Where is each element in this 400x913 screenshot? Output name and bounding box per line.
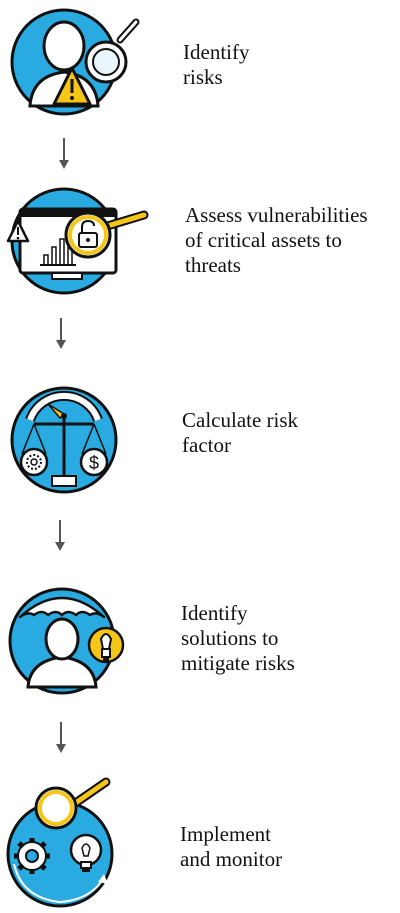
step-1-icon bbox=[8, 6, 140, 118]
step-1-line-1: Identify bbox=[183, 40, 250, 64]
down-arrow-4 bbox=[56, 722, 66, 753]
person-warning-magnifier-icon bbox=[10, 8, 140, 116]
monitor-chart-unlock-magnifier-icon bbox=[6, 187, 149, 295]
step-3-line-2: factor bbox=[182, 433, 231, 457]
person-umbrella-lightbulb-icon bbox=[8, 587, 125, 695]
gauge-scale-icon: $ bbox=[10, 386, 118, 494]
down-arrow-1 bbox=[59, 138, 69, 169]
step-2-label: Assess vulnerabilities of critical asset… bbox=[185, 203, 368, 278]
step-3-label: Calculate risk factor bbox=[182, 408, 298, 458]
step-4-label: Identify solutions to mitigate risks bbox=[181, 601, 295, 676]
step-5-line-2: and monitor bbox=[180, 847, 283, 871]
step-3-icon: $ bbox=[8, 384, 120, 496]
step-2-line-1: Assess vulnerabilities bbox=[185, 203, 368, 227]
step-4-line-3: mitigate risks bbox=[181, 651, 295, 675]
down-arrow-3 bbox=[55, 520, 65, 551]
step-5-icon bbox=[4, 777, 118, 910]
step-5-label: Implement and monitor bbox=[180, 822, 282, 872]
step-4-line-1: Identify bbox=[181, 601, 248, 625]
gear-lightbulb-magnifier-cycle-icon bbox=[6, 777, 114, 908]
step-4-icon bbox=[6, 585, 128, 697]
down-arrow-2 bbox=[56, 318, 66, 349]
step-2-line-2: of critical assets to bbox=[185, 228, 342, 252]
svg-text:$: $ bbox=[89, 453, 99, 473]
step-2-icon bbox=[4, 183, 154, 298]
step-1-line-2: risks bbox=[183, 65, 223, 89]
step-4-line-2: solutions to bbox=[181, 626, 279, 650]
step-2-line-3: threats bbox=[185, 253, 241, 277]
step-5-line-1: Implement bbox=[180, 822, 271, 846]
step-1-label: Identify risks bbox=[183, 40, 249, 90]
step-3-line-1: Calculate risk bbox=[182, 408, 299, 432]
